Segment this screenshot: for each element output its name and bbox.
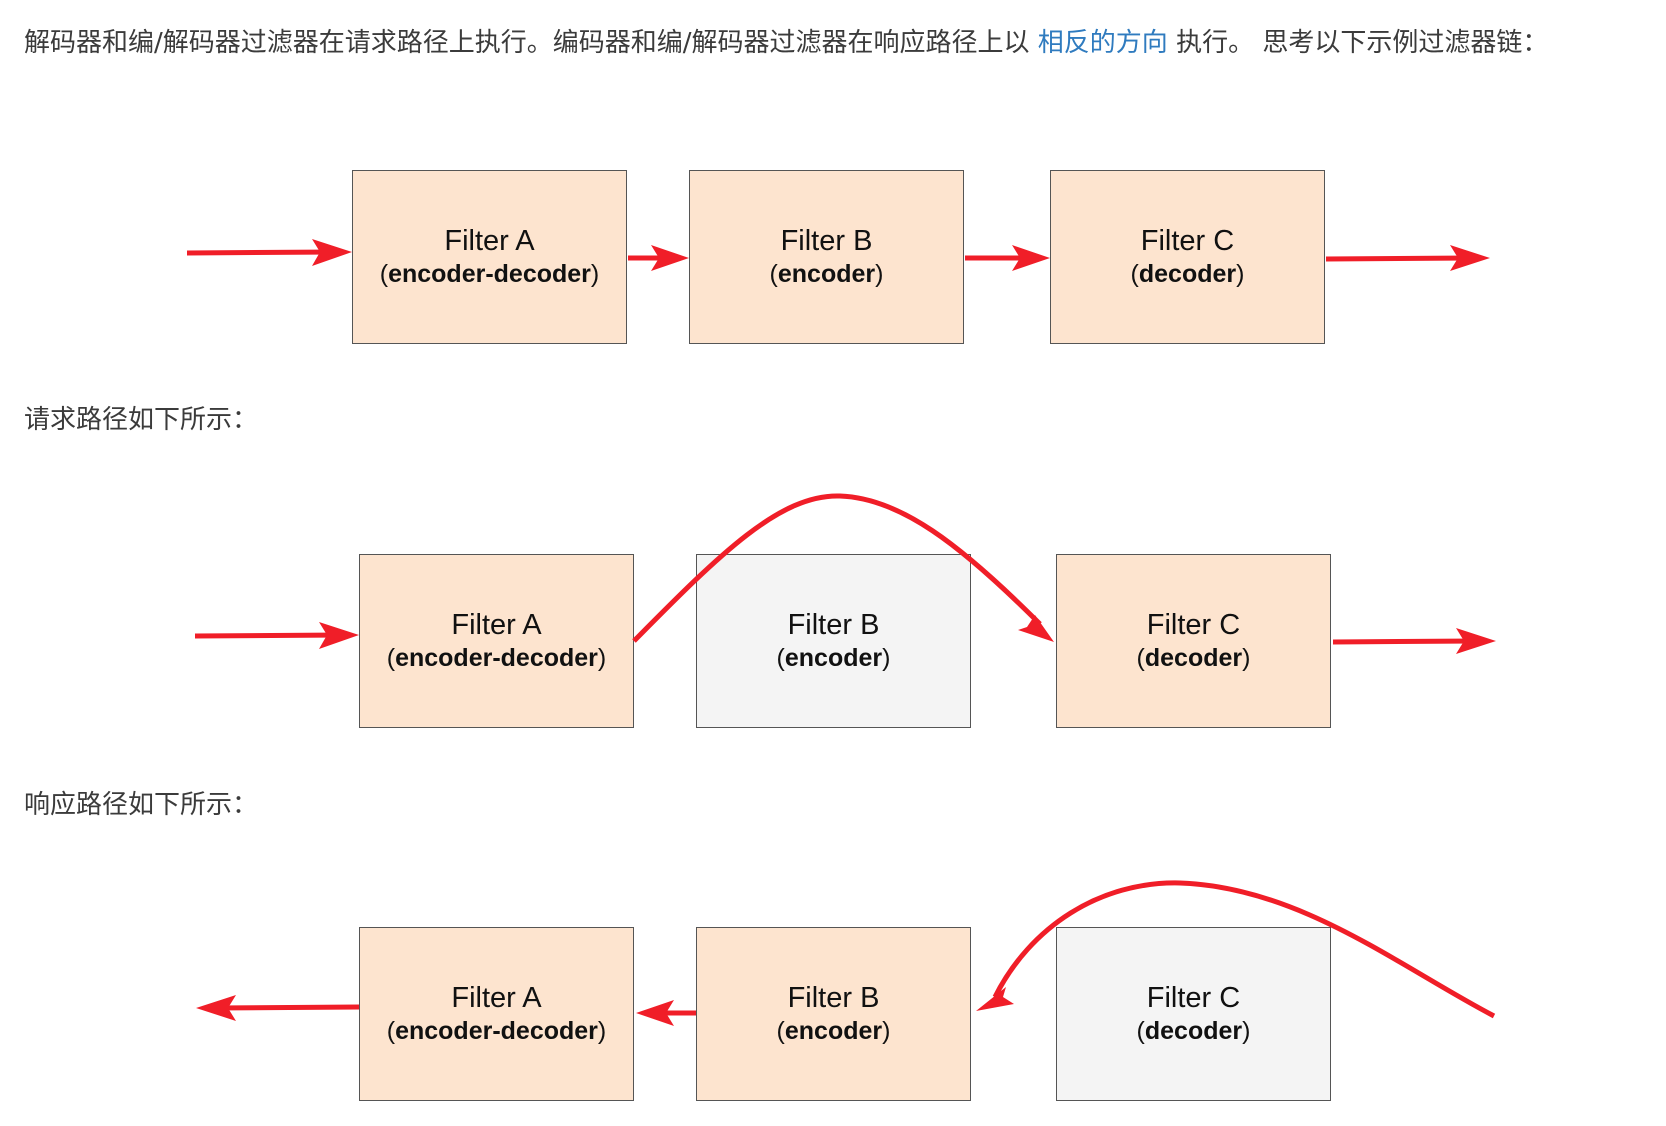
filter-c-box: Filter C (decoder) — [1056, 554, 1331, 728]
skip-arc-arrowhead — [976, 987, 1014, 1011]
filter-a-name: Filter A — [444, 225, 535, 257]
input-arrow-line — [186, 249, 336, 256]
filter-a-box: Filter A (encoder-decoder) — [352, 170, 627, 344]
filter-c-role: (decoder) — [1136, 644, 1251, 672]
request-input-arrowhead — [319, 622, 359, 649]
request-output-arrow-line — [1332, 638, 1477, 645]
reverse-direction-link[interactable]: 相反的方向 — [1037, 28, 1168, 58]
response-path-diagram: Filter A (encoder-decoder) Filter B (enc… — [0, 880, 1666, 1117]
filter-b-box-skipped: Filter B (encoder) — [696, 554, 971, 728]
c-to-b-arrowhead — [636, 1000, 674, 1026]
filter-chain-diagram: Filter A (encoder-decoder) Filter B (enc… — [0, 150, 1666, 360]
filter-a-role: (encoder-decoder) — [386, 644, 607, 672]
filter-c-role: (decoder) — [1136, 1017, 1251, 1045]
skip-arc-arrowhead — [1018, 615, 1054, 642]
filter-a-role: (encoder-decoder) — [379, 260, 600, 288]
a-to-b-arrowhead — [651, 245, 689, 271]
response-arrows — [196, 880, 1496, 1026]
filter-c-name: Filter C — [1140, 225, 1235, 257]
filter-a-name: Filter A — [451, 609, 542, 641]
filter-b-name: Filter B — [787, 609, 880, 641]
intro-paragraph: 解码器和编/解码器过滤器在请求路径上执行。编码器和编/解码器过滤器在响应路径上以… — [24, 22, 1654, 65]
filter-c-role: (decoder) — [1130, 260, 1245, 288]
request-output-arrowhead — [1456, 628, 1496, 654]
output-arrow-line — [1325, 255, 1471, 262]
filter-b-box: Filter B (encoder) — [689, 170, 964, 344]
filter-c-box-skipped: Filter C (decoder) — [1056, 927, 1331, 1101]
request-input-arrow-line — [194, 632, 343, 639]
filter-b-name: Filter B — [780, 225, 873, 257]
request-arrows — [194, 493, 1496, 654]
filter-b-role: (encoder) — [769, 260, 884, 288]
intro-text-after: 执行。 思考以下示例过滤器链： — [1176, 28, 1549, 58]
response-output-arrow-line — [214, 1004, 360, 1011]
response-path-caption: 响应路径如下所示： — [24, 790, 259, 820]
skip-encoder-arc — [632, 493, 1042, 643]
filter-b-role: (encoder) — [776, 1017, 891, 1045]
filter-a-box: Filter A (encoder-decoder) — [359, 927, 634, 1101]
intro-text-before: 解码器和编/解码器过滤器在请求路径上执行。编码器和编/解码器过滤器在响应路径上以 — [24, 28, 1030, 58]
filter-b-box: Filter B (encoder) — [696, 927, 971, 1101]
b-to-c-arrowhead — [1012, 245, 1050, 271]
response-output-arrowhead — [196, 995, 236, 1021]
filter-a-name: Filter A — [451, 982, 542, 1014]
filter-c-box: Filter C (decoder) — [1050, 170, 1325, 344]
input-arrowhead — [312, 239, 352, 266]
filter-c-name: Filter C — [1146, 609, 1241, 641]
chain-arrows — [186, 239, 1490, 271]
filter-a-box: Filter A (encoder-decoder) — [359, 554, 634, 728]
request-path-caption: 请求路径如下所示： — [24, 405, 259, 435]
output-arrowhead — [1450, 245, 1490, 271]
filter-b-name: Filter B — [787, 982, 880, 1014]
request-path-diagram: Filter A (encoder-decoder) Filter B (enc… — [0, 493, 1666, 744]
filter-c-name: Filter C — [1146, 982, 1241, 1014]
filter-a-role: (encoder-decoder) — [386, 1017, 607, 1045]
skip-decoder-arc — [992, 880, 1496, 1019]
filter-b-role: (encoder) — [776, 644, 891, 672]
